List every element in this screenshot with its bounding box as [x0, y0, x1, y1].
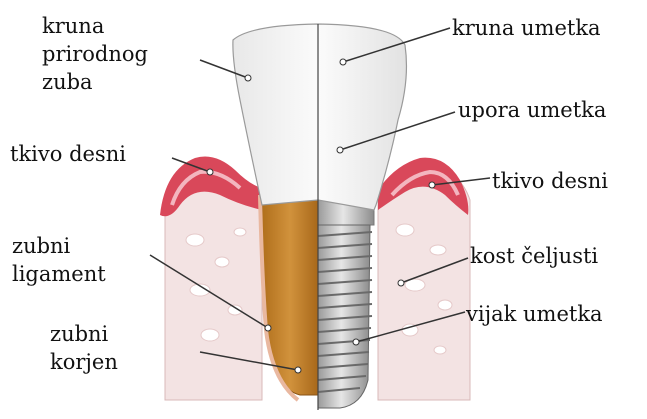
- label-ligament: zubni ligament: [12, 232, 106, 288]
- label-root: zubni korjen: [50, 320, 118, 376]
- label-screw: vijak umetka: [466, 300, 603, 328]
- label-implant-crown: kruna umetka: [452, 14, 601, 42]
- label-jaw-bone: kost čeljusti: [470, 242, 598, 270]
- label-natural-crown: kruna prirodnog zuba: [42, 12, 148, 96]
- label-gum-right: tkivo desni: [492, 167, 608, 195]
- label-abutment: upora umetka: [458, 96, 606, 124]
- tooth-root: [262, 188, 318, 395]
- tooth-crown: [233, 24, 407, 210]
- jaw-bone-left: [165, 174, 262, 400]
- label-gum-left: tkivo desni: [10, 140, 126, 168]
